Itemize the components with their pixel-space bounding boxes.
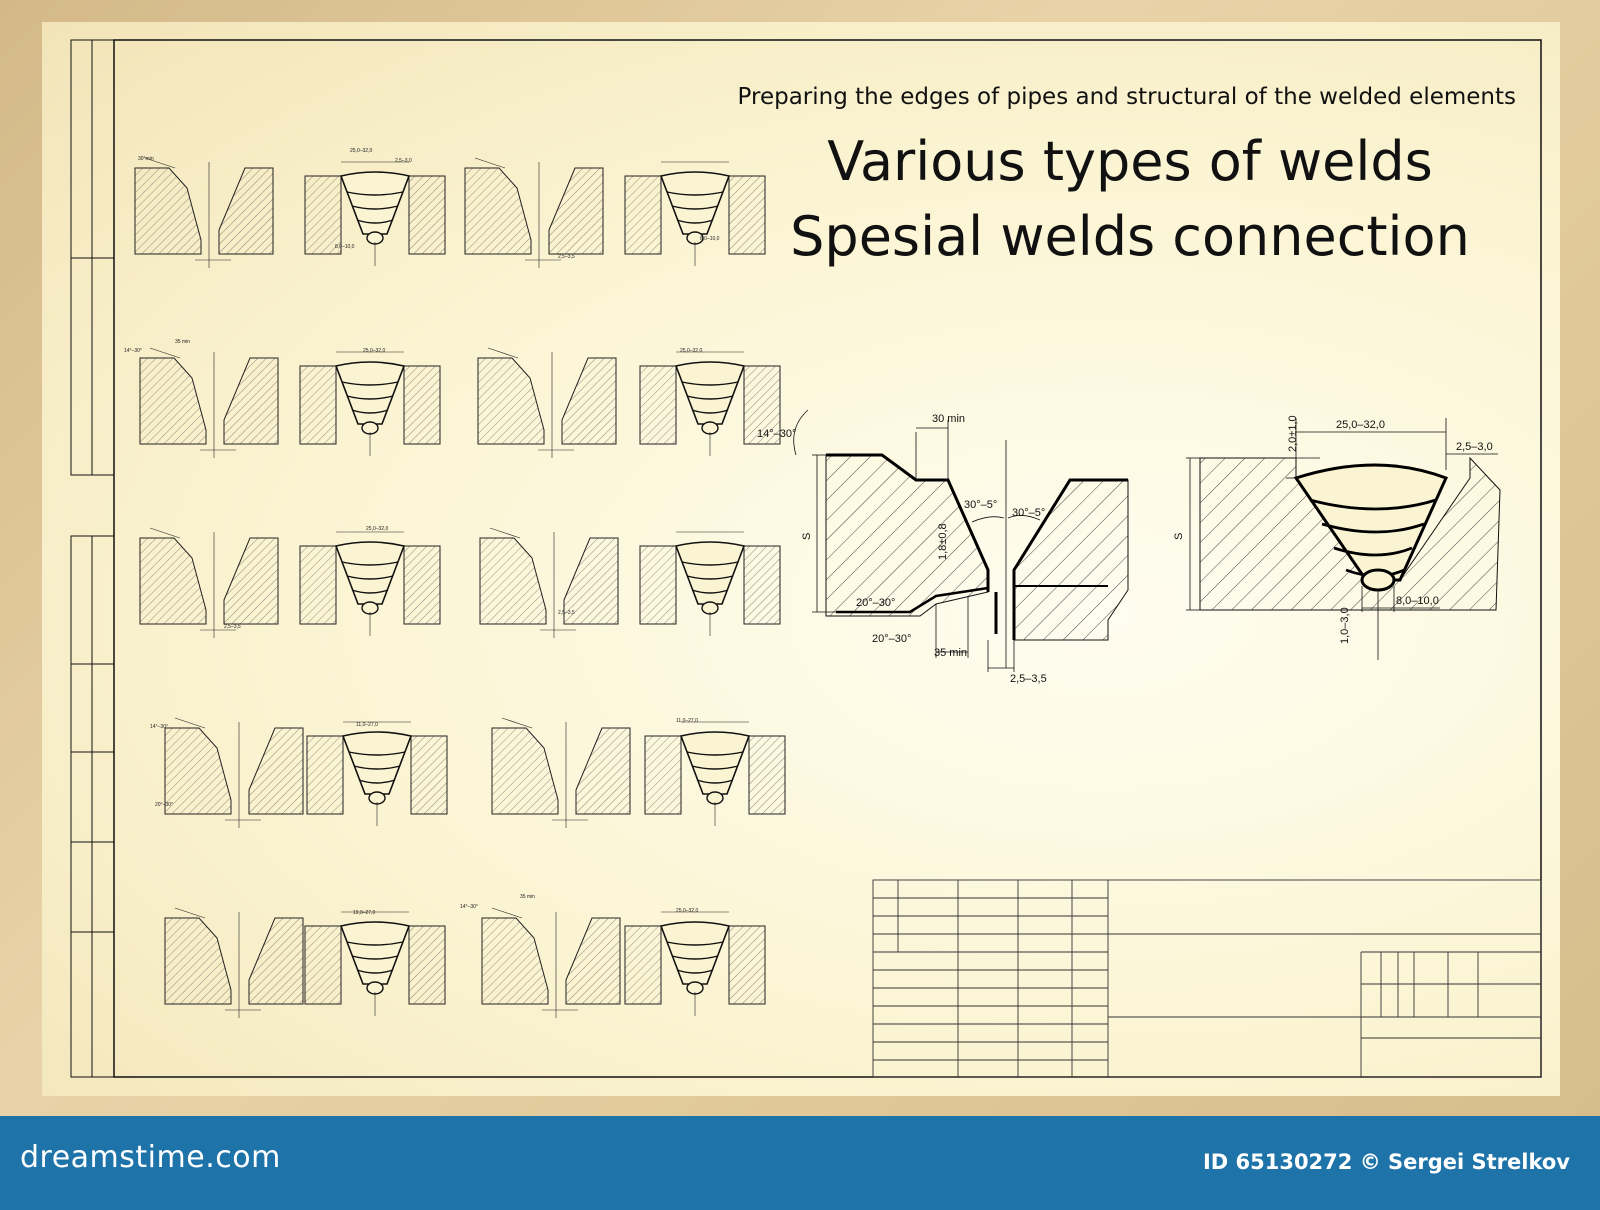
mini-label-width-3: 25,0–32,0 — [680, 348, 702, 354]
detail-row-4: 11,0–27,0 11,0–27,0 14°–30° 20°–30° — [150, 717, 786, 829]
groove-root-face: 1,8±0,8 — [937, 523, 949, 560]
large-weld-detail: 25,0–32,0 2,0±1,0 2,5–3,0 S 8,0–10,0 1,0… — [1173, 415, 1501, 660]
groove-root-angle-right: 30°–5° — [1012, 507, 1045, 519]
weld-thickness: S — [1173, 533, 1185, 540]
mini-label-angle: 14°–30° — [124, 348, 142, 354]
large-groove-detail: 14°–30° 30 min S 30°–5° 30°–5° 1,8±0,8 2… — [757, 409, 1129, 685]
document-title-line-2: Spesial welds connection — [790, 205, 1470, 268]
mini-label-gap-3: 2,5–3,5 — [558, 610, 575, 616]
mini-label-land-2: 35 min — [520, 894, 535, 900]
groove-step: 35 min — [934, 647, 967, 659]
small-weld-details: 30°min 25,0–32,0 2,5–3,0 8,0–10,0 2,5–3,… — [124, 148, 786, 1019]
title-block — [872, 879, 1542, 1078]
mini-label-width-5: 11,0–27,0 — [356, 722, 378, 728]
detail-row-2: 35 min 14°–30° 25,0–32,0 25,0–32,0 — [124, 339, 781, 459]
mini-label-gap: 2,5–3,5 — [558, 254, 575, 260]
footer-bar: dreamstime.com ID 65130272 © Sergei Stre… — [0, 1116, 1600, 1210]
footer-credit: ID 65130272 © Sergei Strelkov — [1202, 1150, 1570, 1174]
drawing-canvas: Preparing the edges of pipes and structu… — [70, 39, 1542, 1078]
detail-row-3: 25,0–32,0 2,5–3,5 2,5–3,5 — [139, 526, 781, 639]
groove-bottom-angle-2: 20°–30° — [872, 633, 911, 645]
mini-label-gap-2: 2,5–3,5 — [224, 624, 241, 630]
sheet-background: Preparing the edges of pipes and structu… — [0, 0, 1600, 1116]
weld-root-height: 1,0–3,0 — [1339, 607, 1351, 644]
drawing-frame — [70, 39, 1542, 1078]
mini-label-width-4: 25,0–32,0 — [366, 526, 388, 532]
mini-label-angle-2: 14°–30° — [150, 724, 168, 730]
mini-label-width-2: 25,0–32,0 — [363, 348, 385, 354]
groove-top-land: 30 min — [932, 413, 965, 425]
mini-label-width-8: 25,0–32,0 — [676, 908, 698, 914]
groove-thickness: S — [801, 533, 813, 540]
mini-label-width-7: 19,0–27,0 — [353, 910, 375, 916]
groove-bevel-angle: 14°–30° — [757, 428, 796, 440]
detail-row-1: 30°min 25,0–32,0 2,5–3,0 8,0–10,0 2,5–3,… — [134, 148, 766, 269]
document-subtitle: Preparing the edges of pipes and structu… — [738, 84, 1516, 110]
mini-label-root-width: 8,0–10,0 — [335, 244, 355, 250]
weld-root-width: 8,0–10,0 — [1396, 595, 1439, 607]
mini-label-bevel: 30°min — [138, 156, 154, 162]
weld-overlap: 2,5–3,0 — [1456, 441, 1493, 453]
mini-label-angle-3: 14°–30° — [460, 904, 478, 910]
mini-label-width: 25,0–32,0 — [350, 148, 372, 154]
mini-label-width-6: 11,0–27,0 — [676, 718, 698, 724]
detail-row-5: 19,0–27,0 25,0–32,0 14°–30° 35 min — [164, 894, 766, 1019]
groove-root-angle-left: 30°–5° — [964, 499, 997, 511]
document-title-line-1: Various types of welds — [827, 130, 1433, 193]
mini-label-root-width-2: 8,0–10,0 — [700, 236, 720, 242]
mini-label-bottom-angle: 20°–30° — [155, 802, 173, 808]
weld-width: 25,0–32,0 — [1336, 419, 1385, 431]
groove-bottom-angle-1: 20°–30° — [856, 597, 895, 609]
groove-gap: 2,5–3,5 — [1010, 673, 1047, 685]
mini-label-overlap: 2,5–3,0 — [395, 158, 412, 164]
mini-label-land: 35 min — [175, 339, 190, 345]
weld-cap-height: 2,0±1,0 — [1287, 415, 1299, 452]
footer-brand[interactable]: dreamstime.com — [20, 1140, 281, 1175]
